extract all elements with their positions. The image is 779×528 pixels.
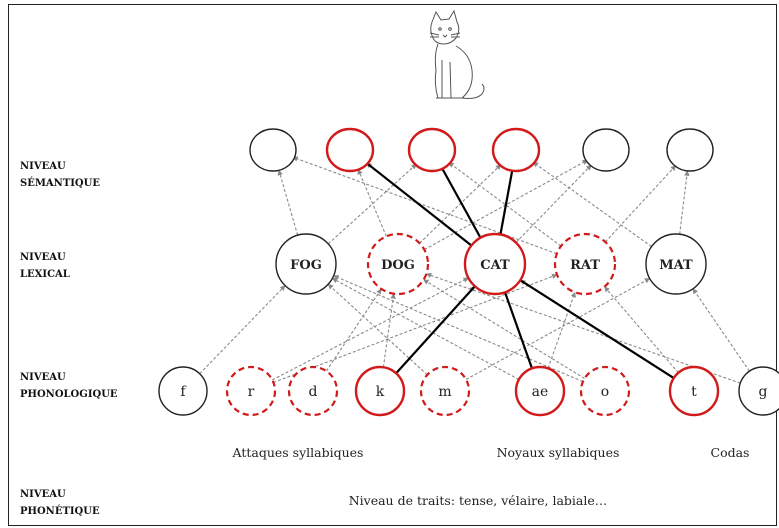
phoneme-node-label: k: [376, 384, 385, 400]
level-lexical-line2: LEXICAL: [20, 269, 70, 280]
phoneme-node-label: o: [601, 384, 609, 400]
phoneme-node-k: [354, 365, 406, 417]
connection-arrow-24: [425, 272, 741, 384]
activation-link-semantic-1: [441, 167, 482, 239]
connection-arrow-13: [273, 273, 558, 383]
level-lexical-line1: NIVEAU: [20, 252, 66, 263]
caption-nuclei: Noyaux syllabiques: [497, 445, 620, 460]
phoneme-node-label: d: [309, 384, 318, 400]
connection-arrow-26: [272, 277, 469, 381]
connection-arrow-15: [382, 293, 396, 368]
semantic-node-5: [666, 128, 714, 172]
connection-arrow-19: [547, 291, 576, 369]
phoneme-node-label: r: [248, 384, 255, 400]
connection-arrow-0: [277, 169, 299, 236]
level-semantic-line1: NIVEAU: [20, 161, 66, 172]
caption-features: Niveau de traits: tense, vélaire, labial…: [349, 493, 608, 508]
level-phonological-line1: NIVEAU: [20, 372, 66, 383]
phoneme-node-label: ae: [532, 384, 549, 400]
lexical-node-cat: [463, 232, 527, 296]
activation-link-semantic-0: [365, 162, 473, 247]
activation-link-semantic-2: [499, 170, 514, 235]
connection-arrow-12: [199, 285, 286, 375]
lexical-node-rat: [553, 232, 617, 296]
connection-arrow-10: [424, 159, 589, 251]
lexical-node-fog: [275, 233, 337, 295]
lexical-node-label: CAT: [480, 258, 510, 273]
connection-arrow-23: [604, 286, 679, 374]
caption-onsets: Attaques syllabiques: [232, 445, 364, 460]
connection-arrow-11: [292, 156, 558, 255]
semantic-node-3: [491, 127, 541, 173]
phoneme-node-label: g: [759, 384, 768, 400]
activation-link-phoneme-0: [395, 285, 476, 374]
activation-links: [365, 162, 675, 380]
phoneme-node-f: [158, 366, 208, 416]
level-semantic-line2: SÉMANTIQUE: [20, 177, 100, 189]
cat-illustration: [429, 9, 485, 99]
lexical-nodes: FOG DOG CAT RAT MAT: [275, 232, 707, 296]
semantic-node-4: [582, 128, 630, 172]
level-labels: NIVEAU SÉMANTIQUE NIVEAU LEXICAL NIVEAU …: [20, 161, 118, 517]
semantic-node-0: [249, 128, 297, 172]
connection-arrow-14: [325, 288, 382, 372]
connection-arrow-20: [333, 275, 584, 383]
phoneme-node-o: [579, 365, 631, 417]
connection-arrows: [199, 156, 750, 384]
phoneme-node-t: [668, 365, 720, 417]
level-phonetic-line1: NIVEAU: [20, 489, 66, 500]
connection-arrow-3: [419, 164, 502, 244]
connection-arrow-7: [604, 165, 677, 243]
connection-arrow-18: [331, 277, 520, 381]
lexical-node-label: DOG: [381, 258, 415, 273]
connection-arrow-5: [515, 164, 592, 243]
phoneme-node-r: [225, 365, 277, 417]
phoneme-nodes: f r d k m ae o t g: [158, 365, 779, 417]
lexical-node-label: RAT: [570, 258, 600, 273]
semantic-node-1: [325, 127, 375, 173]
connection-arrow-25: [692, 288, 750, 372]
semantic-node-2: [407, 127, 457, 173]
phoneme-node-label: f: [180, 384, 187, 400]
connection-arrow-6: [448, 162, 562, 247]
connection-arrow-8: [532, 161, 652, 248]
phoneme-node-label: t: [691, 384, 697, 400]
semantic-nodes: [249, 127, 714, 173]
phoneme-node-m: [419, 365, 471, 417]
lexical-node-mat: [645, 233, 707, 295]
level-phonological-line2: PHONOLOGIQUE: [20, 389, 118, 400]
level-phonetic-line2: PHONÉTIQUE: [20, 505, 100, 517]
phoneme-node-g: [738, 366, 779, 416]
phoneme-node-ae: [514, 365, 566, 417]
caption-codas: Codas: [711, 445, 750, 460]
activation-link-phoneme-1: [503, 291, 534, 369]
lexical-node-dog: [366, 232, 430, 296]
lexical-node-label: FOG: [290, 258, 322, 273]
connection-arrow-27: [327, 283, 428, 376]
connection-arrow-2: [357, 168, 387, 237]
connection-arrow-9: [679, 170, 690, 235]
phoneme-node-label: m: [438, 384, 451, 400]
lexical-node-label: MAT: [659, 258, 693, 273]
activation-link-phoneme-2: [519, 279, 675, 380]
phoneme-node-d: [287, 365, 339, 417]
connection-arrow-21: [423, 279, 585, 379]
